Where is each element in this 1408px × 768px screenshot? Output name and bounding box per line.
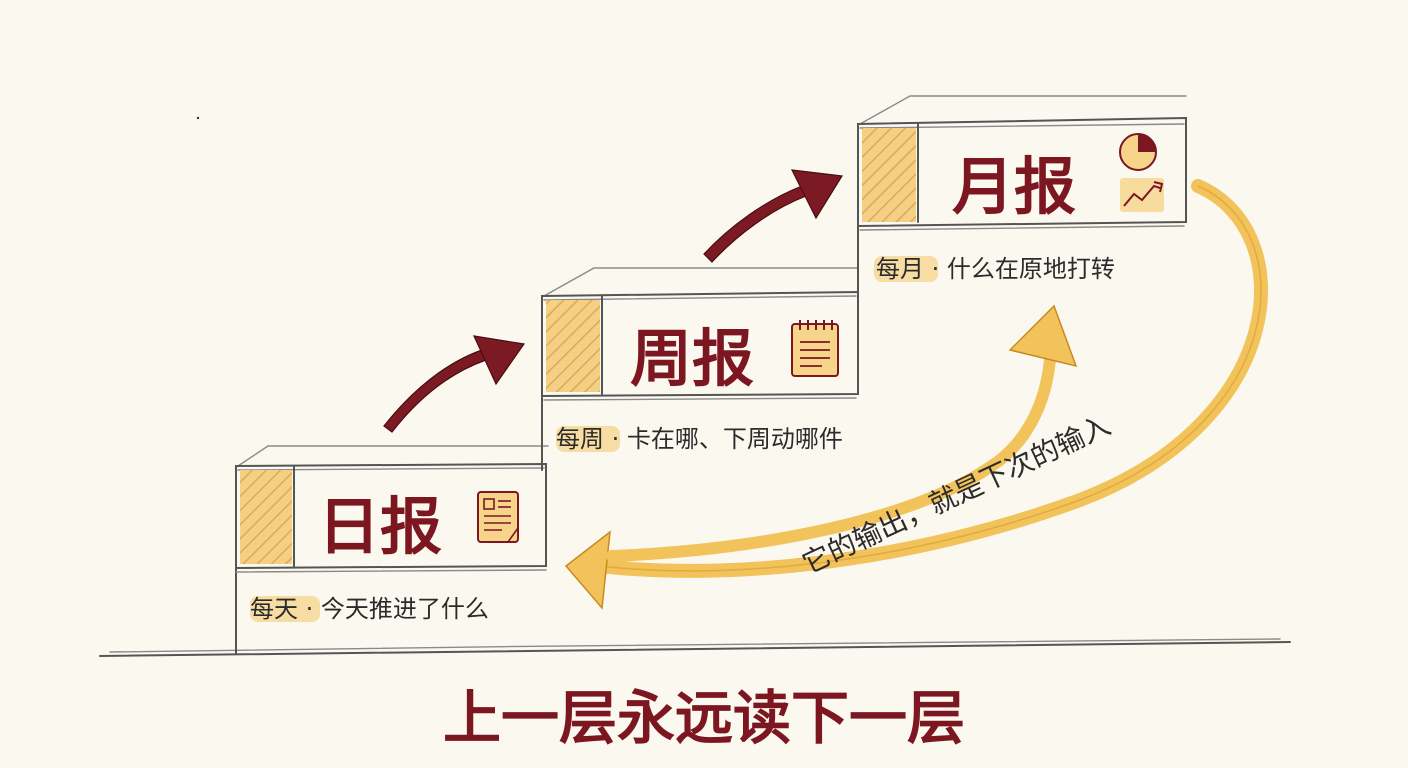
arrow-up-weekly-to-monthly bbox=[703, 169, 844, 263]
ground-line bbox=[99, 638, 1291, 657]
step-monthly-hatch bbox=[862, 128, 916, 222]
report-sheet-icon bbox=[477, 491, 519, 543]
step-daily-freq: 每天 bbox=[250, 595, 298, 623]
notepad-icon bbox=[791, 320, 839, 377]
step-weekly-title: 周报 bbox=[630, 322, 754, 395]
arrow-up-daily-to-weekly bbox=[383, 335, 526, 433]
step-monthly-desc: · 什么在原地打转 bbox=[924, 255, 1115, 283]
step-monthly-freq-highlight bbox=[874, 256, 938, 282]
step-daily-desc: · 今天推进了什么 bbox=[298, 595, 489, 623]
step-weekly-freq: 每周 bbox=[556, 425, 604, 453]
step-daily-freq-highlight bbox=[250, 596, 320, 622]
step-monthly-freq: 每月 bbox=[876, 255, 924, 283]
step-monthly-title: 月报 bbox=[952, 150, 1076, 223]
step-weekly-hatch bbox=[546, 300, 600, 392]
pie-chart-icon bbox=[1119, 133, 1164, 212]
stray-mark bbox=[196, 116, 200, 120]
loop-arrow bbox=[564, 179, 1269, 610]
step-weekly-desc: · 卡在哪、下周动哪件 bbox=[604, 425, 843, 453]
step-daily-hatch bbox=[240, 470, 292, 564]
step-weekly-freq-highlight bbox=[556, 426, 620, 452]
step-daily-title: 日报 bbox=[318, 490, 442, 563]
step-weekly-label: 每周 · 卡在哪、下周动哪件 bbox=[556, 425, 843, 453]
step-weekly: 周报 每周 · 卡在哪、下周动哪件 bbox=[541, 267, 859, 471]
step-daily-label: 每天 · 今天推进了什么 bbox=[250, 595, 489, 623]
step-daily: 日报 每天 · 今天推进了什么 bbox=[235, 445, 549, 655]
step-monthly: 月报 每月 · 什么在原地打转 bbox=[857, 95, 1187, 301]
step-monthly-label: 每月 · 什么在原地打转 bbox=[876, 255, 1115, 283]
footer-headline: 上一层永远读下一层 bbox=[443, 684, 965, 752]
loop-label: 它的输出，就是下次的输入 bbox=[797, 408, 1115, 580]
